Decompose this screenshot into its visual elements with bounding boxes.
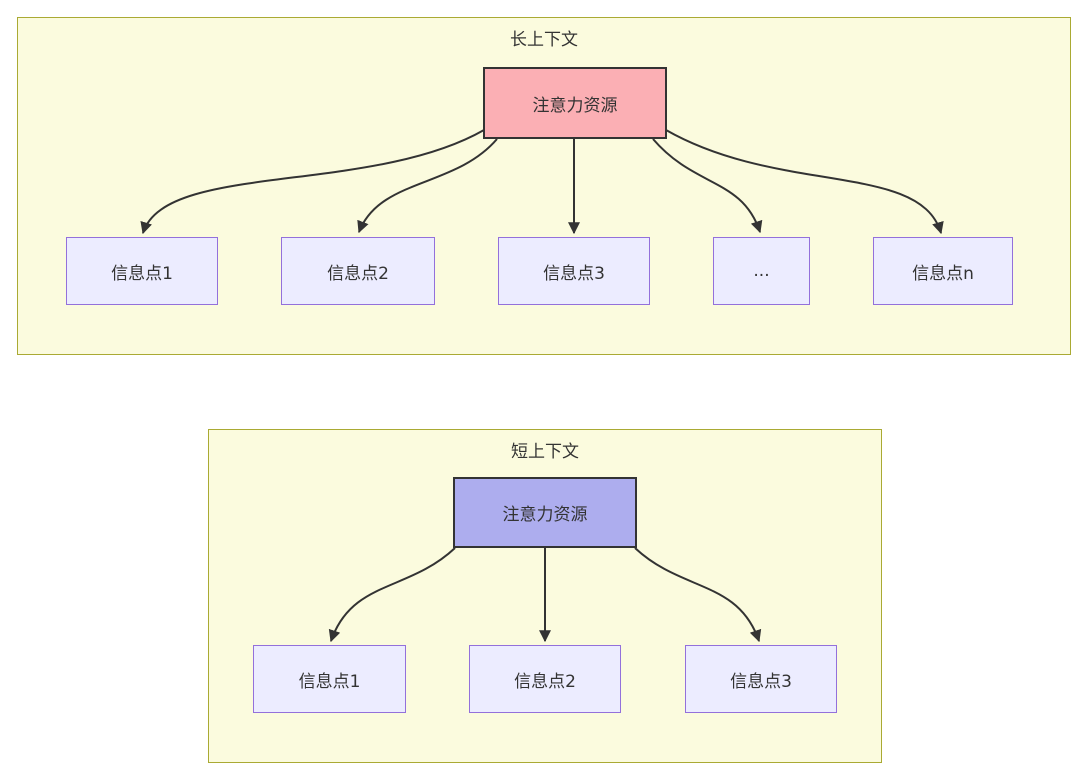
- edge-short-to-node1: [328, 547, 456, 643]
- long-info-node-1: 信息点1: [66, 237, 218, 305]
- long-info-node-2: 信息点2: [281, 237, 435, 305]
- panel-long-context-title: 长上下文: [510, 30, 578, 50]
- short-attention-resource-node: 注意力资源: [453, 477, 637, 548]
- short-info-node-1: 信息点1: [253, 645, 406, 713]
- short-info-node-2: 信息点2: [469, 645, 621, 713]
- panel-short-context-title: 短上下文: [511, 442, 579, 462]
- long-info-node-3: 信息点3: [498, 237, 650, 305]
- long-attention-resource-node: 注意力资源: [483, 67, 667, 139]
- long-info-node-n: 信息点n: [873, 237, 1013, 305]
- edge-long-to-node4: [652, 138, 763, 234]
- long-info-node-ellipsis: ...: [713, 237, 810, 305]
- edge-long-to-node5: [665, 129, 944, 235]
- short-info-node-3: 信息点3: [685, 645, 837, 713]
- edge-short-to-node3: [634, 547, 762, 643]
- edge-long-to-node1: [140, 129, 485, 235]
- edge-long-to-node2: [357, 138, 498, 234]
